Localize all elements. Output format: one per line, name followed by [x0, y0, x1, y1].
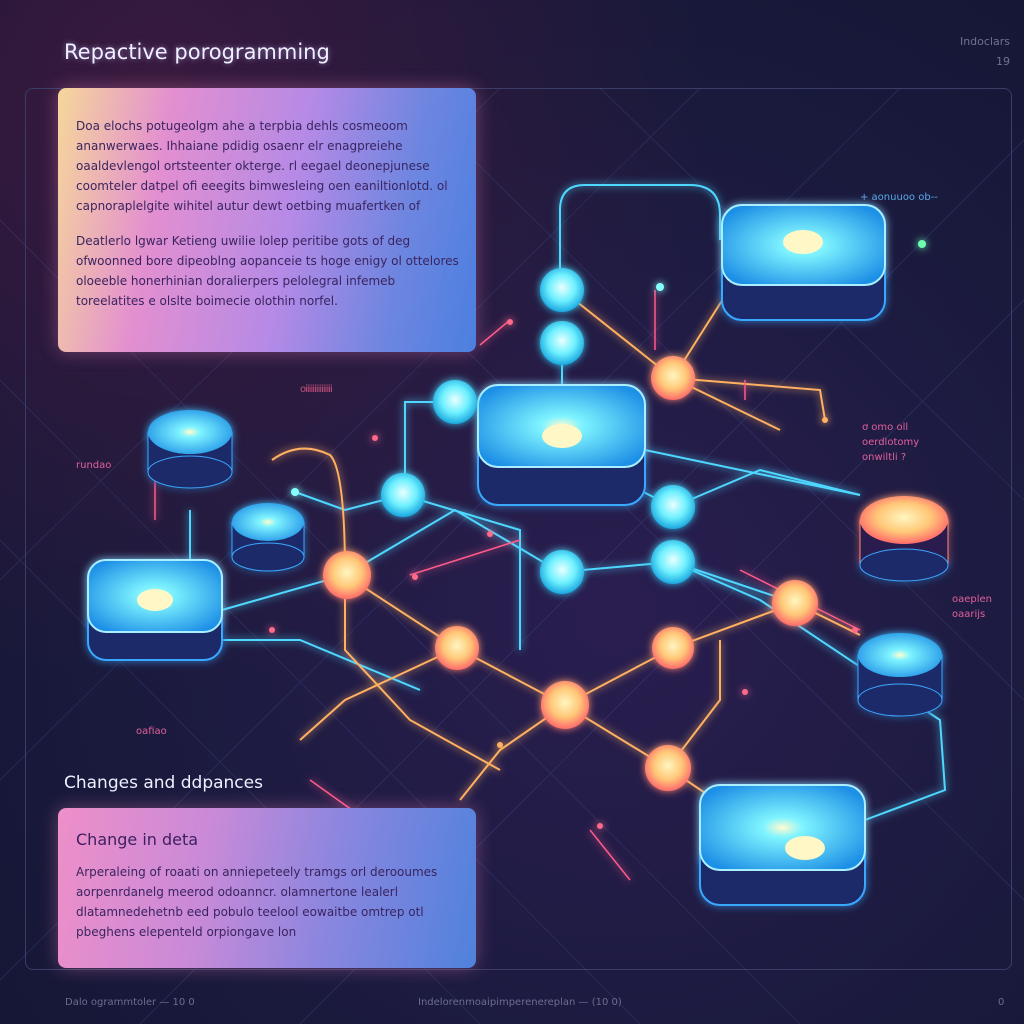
diagram-frame [25, 88, 1012, 970]
dot [412, 574, 418, 580]
orange-node [541, 681, 589, 729]
cylinder-orange [859, 496, 949, 582]
corner-info: Indoclars 19 [960, 32, 1010, 72]
cylinder-left-small [231, 503, 305, 572]
change-card: Change in deta Arperaleing of roaati on … [58, 808, 476, 968]
footer-left: Dalo ogrammtoler — 10 0 [65, 997, 195, 1008]
page-title: Repactive porogramming [64, 40, 330, 64]
cyan-node [381, 473, 425, 517]
label-right-low: oaeplen oaarijs [952, 592, 992, 622]
label-chip: oiiiiiiiiiiiiiii [300, 384, 333, 395]
cyan-line [222, 468, 861, 691]
cyan-node [540, 268, 584, 312]
corner-number: 19 [996, 55, 1010, 68]
footer-center: Indelorenmoaipimperenereplan — (10 0) [418, 997, 622, 1008]
orange-node [651, 356, 695, 400]
dot [269, 627, 275, 633]
orange-nodes [323, 356, 818, 791]
dot [918, 240, 926, 248]
cyan-line [294, 401, 455, 512]
cyan-node [651, 485, 695, 529]
footer-right: 0 [998, 997, 1005, 1008]
corner-label: Indoclars [959, 35, 1010, 48]
label-lower-left: oafiao [136, 726, 167, 737]
pads [87, 204, 886, 906]
orange-line [344, 575, 721, 771]
label-line: onwiltli ? [862, 452, 907, 463]
cyan-nodes [381, 268, 695, 594]
cyan-node [540, 321, 584, 365]
orange-node [435, 626, 479, 670]
intro-paragraph-1: Doa elochs potugeolgm ahe a terpbia dehl… [76, 119, 448, 213]
dot [507, 319, 513, 325]
label-line: oerdlotomy [862, 437, 920, 448]
label-line: oaarijs [952, 609, 986, 620]
label-right-mid: ơ omo oll oerdlotomy onwiltli ? [862, 420, 919, 465]
dot [487, 531, 493, 537]
label-left: rundao [76, 460, 112, 471]
dot [372, 435, 378, 441]
intro-paragraph-2: Deatlerlo lgwar Ketieng uwilie lolep per… [76, 234, 459, 308]
dot [497, 742, 503, 748]
pad-center [477, 384, 646, 506]
pad-left [87, 559, 223, 661]
dot [656, 283, 664, 291]
cyan-line [559, 184, 721, 290]
orange-node [652, 627, 694, 669]
dot [822, 417, 828, 423]
dot [852, 627, 858, 633]
orange-line [299, 601, 861, 801]
dot [291, 488, 299, 496]
cyan-node [651, 540, 695, 584]
pad-top-right [721, 204, 886, 321]
change-card-heading: Change in deta [76, 830, 199, 849]
cylinders [147, 410, 949, 717]
dot [597, 823, 603, 829]
orange-node [323, 551, 371, 599]
change-card-paragraph: Arperaleing of roaati on anniepeteely tr… [76, 865, 438, 939]
label-line: ơ omo oll [862, 422, 909, 433]
cylinder-right [857, 633, 943, 717]
section-heading: Changes and ddpances [64, 773, 263, 793]
cyan-node [540, 550, 584, 594]
label-line: oaeplen [952, 594, 993, 605]
orange-node [645, 745, 691, 791]
pad-bottom-right [699, 784, 866, 906]
dot [742, 689, 748, 695]
label-upper-right: + aonuuoo ob-- [860, 192, 938, 203]
orange-node [772, 580, 818, 626]
cylinder-left [147, 410, 233, 489]
cyan-node [433, 380, 477, 424]
intro-card: Doa elochs potugeolgm ahe a terpbia dehl… [58, 88, 476, 352]
